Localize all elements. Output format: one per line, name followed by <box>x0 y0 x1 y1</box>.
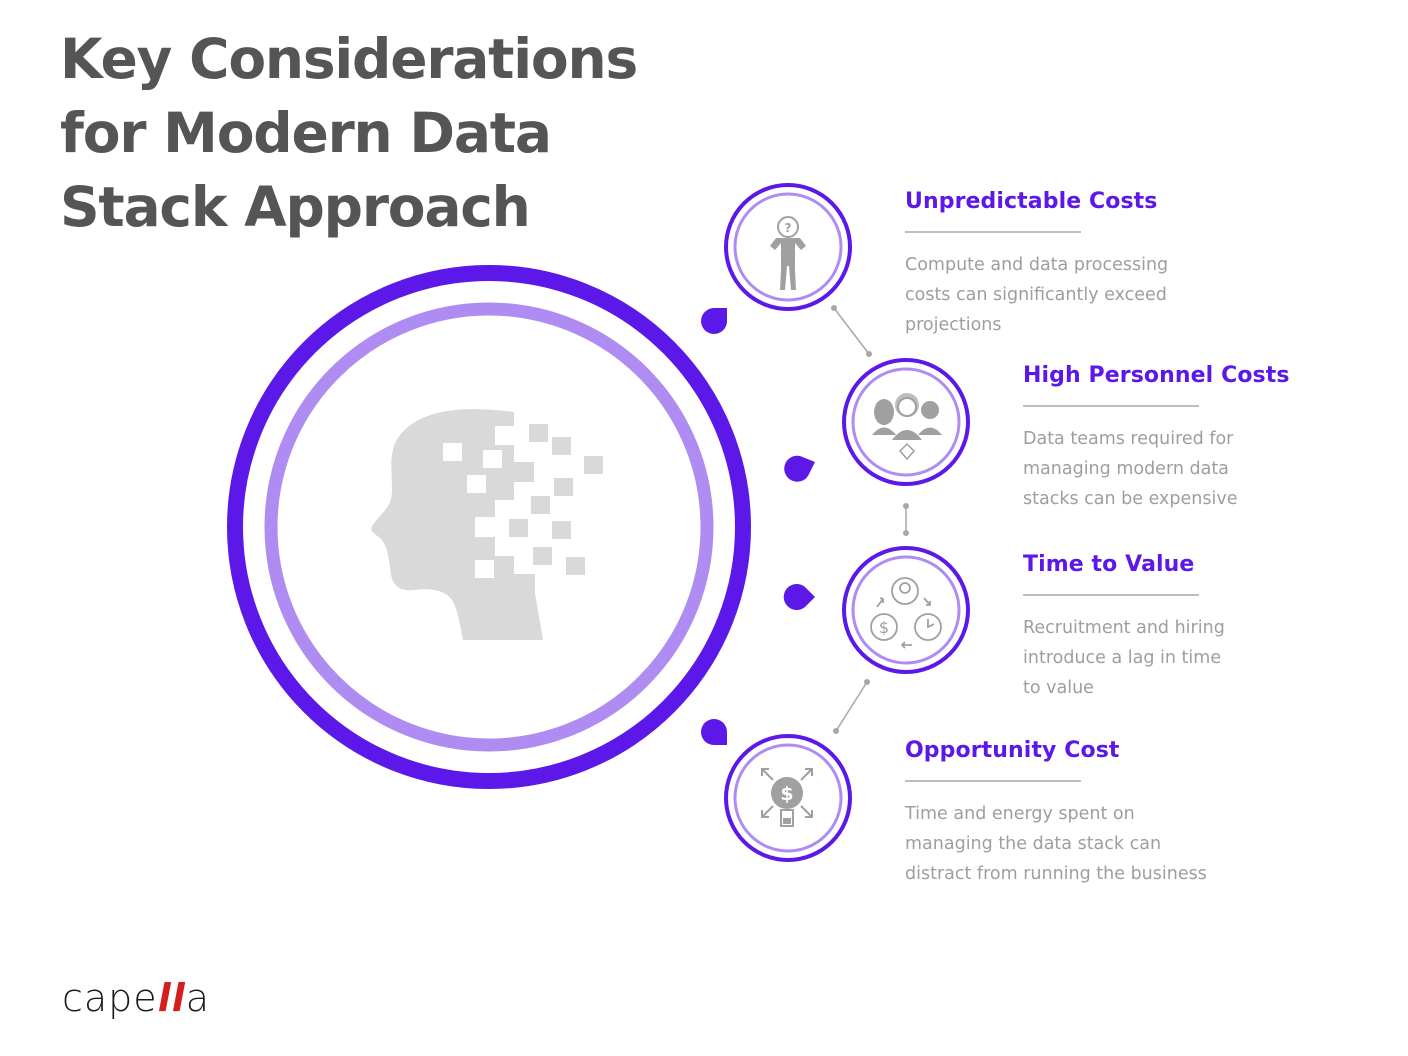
logo-highlight: ll <box>157 976 186 1020</box>
consideration-opportunity-cost: Opportunity Cost Time and energy spent o… <box>905 736 1207 889</box>
title-line-2: for Modern Data <box>60 101 552 165</box>
item-circle-2 <box>842 358 970 486</box>
item-divider <box>905 231 1081 233</box>
item-divider <box>1023 594 1199 596</box>
svg-text:?: ? <box>785 221 792 235</box>
connectors <box>831 305 909 734</box>
capella-logo: capella <box>62 976 211 1020</box>
center-circle <box>227 265 751 789</box>
item-description: Data teams required for managing modern … <box>1023 429 1238 509</box>
confused-person-icon: ? <box>770 216 806 290</box>
item-description: Recruitment and hiring introduce a lag i… <box>1023 618 1225 698</box>
item-divider <box>1023 405 1199 407</box>
team-people-icon <box>872 393 942 461</box>
title-line-1: Key Considerations <box>60 27 638 91</box>
item-description: Time and energy spent on managing the da… <box>905 804 1207 884</box>
item-heading: Unpredictable Costs <box>905 189 1158 214</box>
item-description: Compute and data processing costs can si… <box>905 255 1169 335</box>
item-circle-3: $ <box>842 546 970 674</box>
consideration-unpredictable-costs: Unpredictable Costs Compute and data pro… <box>905 187 1168 340</box>
item-heading: High Personnel Costs <box>1023 363 1290 388</box>
item-circle-4: $ <box>724 734 852 862</box>
dollar-lightbulb-icon: $ <box>761 768 813 827</box>
teardrop-3 <box>783 584 815 611</box>
teardrop-4 <box>701 719 727 745</box>
item-circle-1: ? <box>724 183 852 311</box>
svg-text:$: $ <box>780 783 793 805</box>
page-title: Key Considerations for Modern Data Stack… <box>60 22 700 244</box>
item-heading: Time to Value <box>1023 552 1195 577</box>
item-heading: Opportunity Cost <box>905 738 1120 763</box>
item-divider <box>905 780 1081 782</box>
pixelated-head-icon <box>371 409 603 640</box>
money-time-cycle-icon: $ <box>870 577 942 649</box>
consideration-high-personnel-costs: High Personnel Costs Data teams required… <box>1023 361 1290 514</box>
teardrop-2 <box>784 455 815 482</box>
teardrop-markers <box>701 308 815 745</box>
title-line-3: Stack Approach <box>60 175 531 239</box>
svg-text:$: $ <box>879 618 889 637</box>
consideration-time-to-value: Time to Value Recruitment and hiring int… <box>1023 550 1225 703</box>
teardrop-1 <box>701 308 727 334</box>
